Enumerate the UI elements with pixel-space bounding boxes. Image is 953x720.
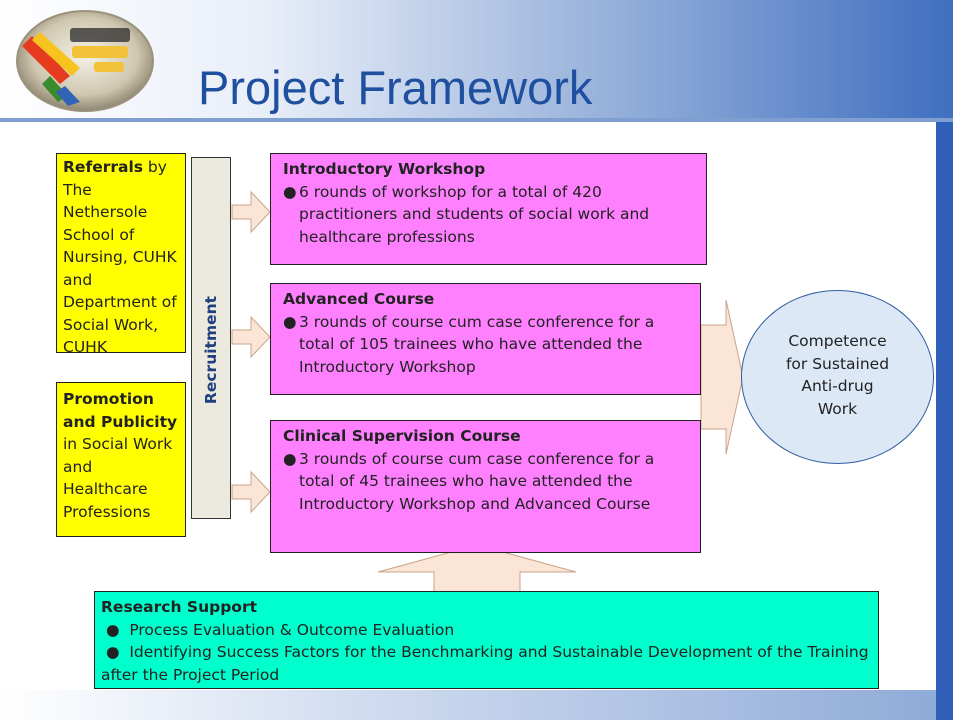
recruitment-label: Recruitment — [202, 295, 220, 405]
arrow-to-introductory — [231, 190, 271, 234]
introductory-workshop-box: Introductory Workshop ●6 rounds of works… — [270, 153, 707, 265]
outcome-line-1: Competence — [788, 332, 887, 350]
advanced-bullet: ●3 rounds of course cum case conference … — [283, 311, 690, 379]
arrow-to-outcome — [700, 299, 744, 455]
bullet-icon: ● — [283, 449, 297, 468]
bullet-icon: ● — [105, 643, 120, 661]
promotion-box: Promotion and Publicity in Social Work a… — [56, 382, 186, 537]
header-divider — [0, 118, 953, 122]
advanced-bullet-text: 3 rounds of course cum case conference f… — [299, 312, 655, 376]
outcome-line-3: Anti-drug — [801, 377, 874, 395]
referrals-box: Referrals by The Nethersole School of Nu… — [56, 153, 186, 356]
beat-drugs-fund-logo — [16, 10, 154, 112]
outcome-line-2: for Sustained — [785, 354, 890, 373]
clinical-heading: Clinical Supervision Course — [283, 427, 521, 445]
advanced-course-box: Advanced Course ●3 rounds of course cum … — [270, 283, 701, 395]
research-bullet-1-text: Process Evaluation & Outcome Evaluation — [129, 620, 455, 639]
research-bullet-1: ● Process Evaluation & Outcome Evaluatio… — [101, 619, 872, 642]
promotion-text: in Social Work and Healthcare Profession… — [63, 435, 173, 521]
clinical-bullet: ●3 rounds of course cum case conference … — [283, 448, 690, 516]
clinical-supervision-box: Clinical Supervision Course ●3 rounds of… — [270, 420, 701, 553]
right-accent-bar — [936, 122, 953, 720]
arrow-to-clinical — [231, 470, 271, 514]
introductory-bullet-text: 6 rounds of workshop for a total of 420 … — [299, 182, 650, 246]
introductory-bullet: ●6 rounds of workshop for a total of 420… — [283, 181, 696, 249]
referrals-heading: Referrals — [63, 158, 143, 176]
recruitment-bar — [191, 157, 231, 519]
outcome-circle — [741, 290, 934, 464]
research-heading: Research Support — [101, 598, 257, 616]
arrow-to-advanced — [231, 315, 271, 359]
bullet-icon: ● — [105, 620, 120, 639]
promotion-heading: Promotion and Publicity — [63, 390, 178, 431]
research-support-box: Research Support ● Process Evaluation & … — [94, 591, 879, 689]
introductory-heading: Introductory Workshop — [283, 160, 486, 178]
clinical-bullet-text: 3 rounds of course cum case conference f… — [299, 449, 655, 513]
referrals-text: by The Nethersole School of Nursing, CUH… — [63, 158, 177, 356]
bullet-icon: ● — [283, 312, 297, 331]
research-bullet-2-text: Identifying Success Factors for the Benc… — [101, 643, 869, 684]
bullet-icon: ● — [283, 182, 297, 201]
bottom-band — [0, 690, 936, 720]
outcome-text: Competence for Sustained Anti-drug Work — [741, 330, 934, 420]
research-bullet-2: ● Identifying Success Factors for the Be… — [101, 641, 872, 686]
advanced-heading: Advanced Course — [283, 290, 435, 308]
page-title: Project Framework — [198, 61, 593, 114]
outcome-line-4: Work — [817, 399, 858, 418]
header-band — [0, 0, 953, 122]
